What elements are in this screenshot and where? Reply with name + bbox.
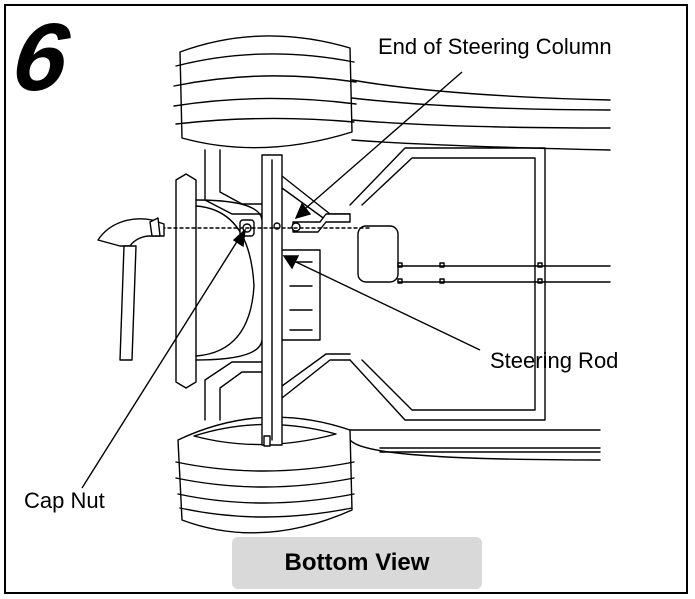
view-badge: Bottom View <box>232 537 482 589</box>
arrowhead-steering-rod <box>282 255 300 270</box>
top-wheel <box>173 35 357 149</box>
suspension-arms <box>204 149 351 421</box>
callout-cap-nut: Cap Nut <box>24 488 105 513</box>
upper-body-panel <box>351 79 611 151</box>
leader-end-of-steering-column <box>305 71 463 209</box>
leader-steering-rod <box>295 261 481 351</box>
front-bumper <box>175 173 263 389</box>
bottom-wheel <box>175 416 355 534</box>
callout-end-of-steering-column: End of Steering Column <box>378 34 612 59</box>
leader-lines <box>81 71 481 489</box>
arrowhead-cap-nut <box>232 228 246 248</box>
leader-cap-nut <box>81 239 239 489</box>
chassis-tub <box>349 147 611 421</box>
steering-rod <box>261 154 283 447</box>
callout-steering-rod: Steering Rod <box>490 348 619 373</box>
hammer-icon <box>97 217 165 361</box>
view-badge-label: Bottom View <box>284 549 430 576</box>
arrowhead-end-of-steering-column <box>294 202 312 220</box>
lower-body-panel <box>349 429 601 461</box>
